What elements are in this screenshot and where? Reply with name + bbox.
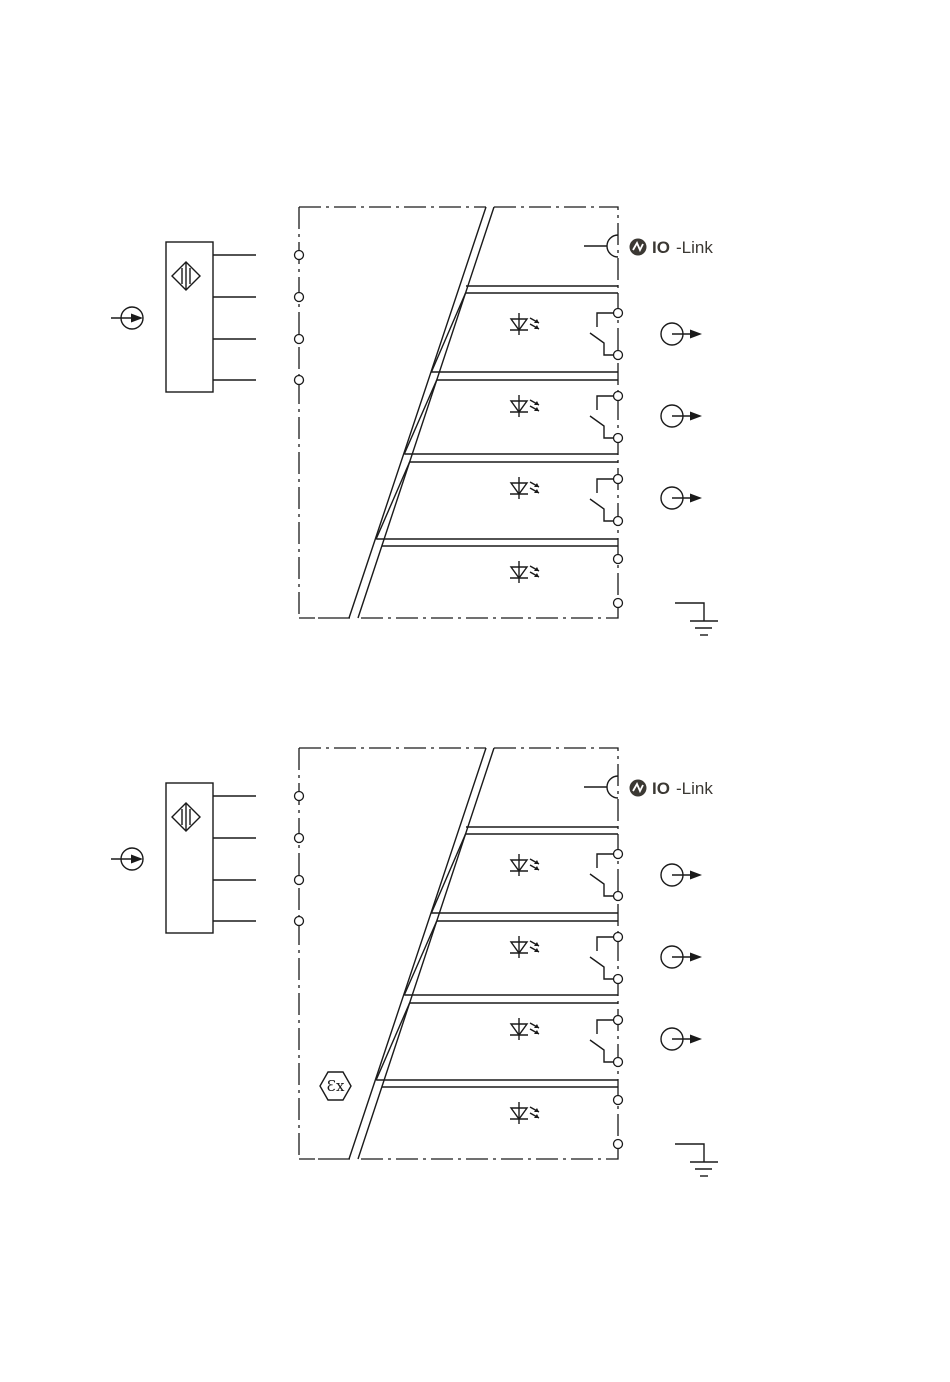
io-link-label-rest: -Link (676, 779, 713, 798)
output-terminal (614, 933, 623, 942)
module-frame (299, 748, 618, 1159)
output-terminal (614, 1016, 623, 1025)
signal-output-arrow-icon (661, 1028, 702, 1050)
output-terminal (614, 517, 623, 526)
input-terminal (295, 335, 304, 344)
separator-line (358, 748, 494, 1159)
input-terminal (295, 376, 304, 385)
separator-line (358, 207, 494, 618)
ex-label: Ɛx (327, 1077, 345, 1095)
signal-output-arrow-icon (661, 487, 702, 509)
input-terminal (295, 251, 304, 260)
sensor-block (166, 242, 213, 392)
relay-channel-2 (404, 921, 702, 995)
output-terminal (614, 351, 623, 360)
ground-icon (675, 1144, 718, 1176)
power-channel (382, 1087, 623, 1149)
led-icon (510, 854, 539, 876)
relay-channel-1 (431, 293, 702, 372)
power-terminal (614, 555, 623, 564)
output-terminal (614, 975, 623, 984)
output-terminal (614, 475, 623, 484)
power-terminal (614, 599, 623, 608)
output-terminal (614, 850, 623, 859)
relay-contact-icon (590, 1016, 623, 1067)
input-terminal (295, 876, 304, 885)
signal-output-arrow-icon (661, 946, 702, 968)
io-link-logo: IO -Link (630, 238, 714, 257)
io-link-label-rest: -Link (676, 238, 713, 257)
power-terminal (614, 1140, 623, 1149)
relay-contact-icon (590, 475, 623, 526)
output-terminal (614, 392, 623, 401)
sensor-box (166, 783, 213, 933)
io-link-label-bold: IO (652, 779, 670, 798)
ground-icon (675, 603, 718, 635)
relay-channel-3 (376, 462, 702, 539)
diagram-standard: IO -Link (111, 207, 718, 635)
led-icon (510, 395, 539, 417)
output-terminal (614, 434, 623, 443)
led-icon (510, 477, 539, 499)
led-icon (510, 936, 539, 958)
relay-channel-2 (404, 380, 702, 454)
sensor-box (166, 242, 213, 392)
signal-input-arrow-icon (111, 307, 143, 329)
relay-channel-1 (431, 834, 702, 913)
led-icon (510, 1018, 539, 1040)
signal-output-arrow-icon (661, 864, 702, 886)
input-terminal (295, 917, 304, 926)
module-frame (299, 207, 618, 618)
led-icon (510, 1102, 539, 1124)
io-link-logo-icon (630, 239, 647, 256)
io-link-label-bold: IO (652, 238, 670, 257)
sensor-block (166, 783, 213, 933)
output-terminal (614, 309, 623, 318)
power-terminal (614, 1096, 623, 1105)
input-terminal (295, 834, 304, 843)
io-link-socket (607, 235, 618, 257)
power-channel (382, 546, 623, 608)
separator-line (349, 748, 486, 1159)
io-link-logo-icon (630, 780, 647, 797)
relay-channel-3 (376, 1003, 702, 1080)
ex-hexagon-icon: Ɛx (320, 1072, 351, 1100)
signal-input-arrow-icon (111, 848, 143, 870)
led-icon (510, 561, 539, 583)
sensor-diamond-icon (172, 262, 200, 290)
io-link-socket (607, 776, 618, 798)
separator-line (349, 207, 486, 618)
input-terminal (295, 293, 304, 302)
signal-output-arrow-icon (661, 405, 702, 427)
sensor-diamond-icon (172, 803, 200, 831)
input-terminal (295, 792, 304, 801)
output-terminal (614, 892, 623, 901)
output-terminal (614, 1058, 623, 1067)
io-link-logo: IO -Link (630, 779, 714, 798)
led-icon (510, 313, 539, 335)
signal-output-arrow-icon (661, 323, 702, 345)
